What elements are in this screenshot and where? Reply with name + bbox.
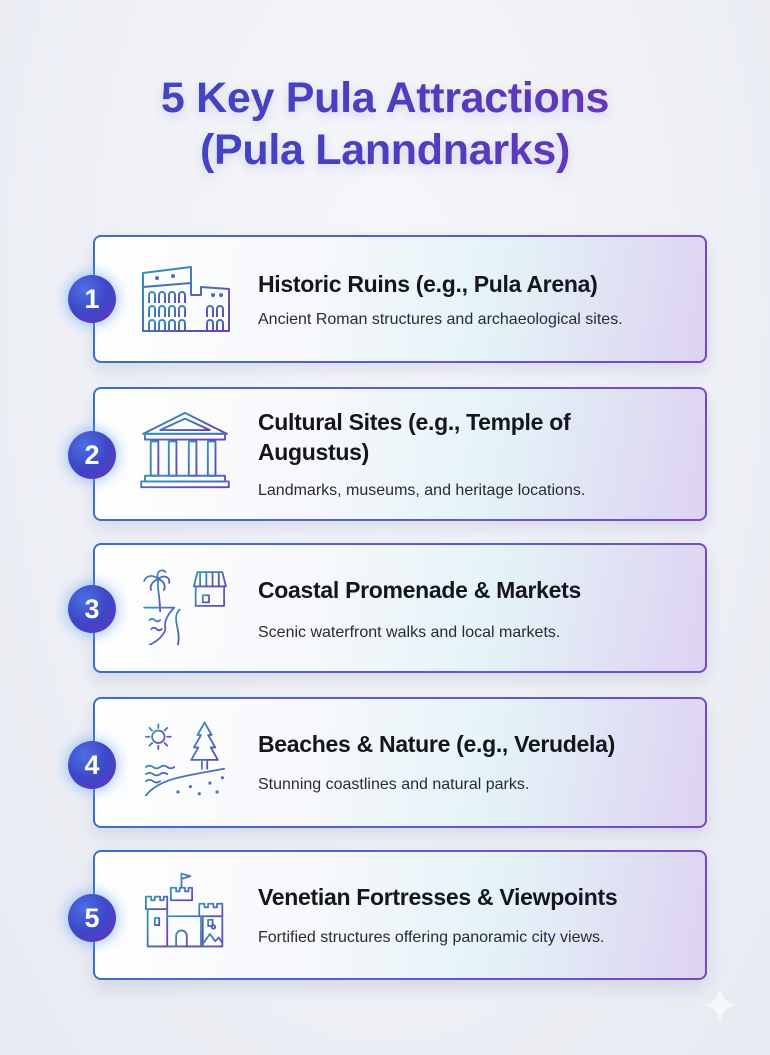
card-description: Fortified structures offering panoramic … [258,929,605,946]
temple-icon [140,411,230,489]
number-badge: 1 [68,275,116,323]
card-title: Beaches & Nature (e.g., Verudela) [258,731,615,757]
number-badge: 3 [68,585,116,633]
card-title: Coastal Promenade & Markets [258,577,581,603]
card-description: Ancient Roman structures and archaeologi… [258,311,623,328]
number-badge: 4 [68,741,116,789]
fortress-icon [145,872,224,948]
attraction-card-2: 2 Cultural Sites (e.g., Temple of August… [68,387,707,521]
attraction-card-3: 3 Coastal Promenade & Markets Scenic wat… [68,543,707,673]
card-title: Cultural Sites (e.g., Temple of Augustus… [258,409,571,465]
card-description: Landmarks, museums, and heritage locatio… [258,482,586,499]
colosseum-icon [142,266,230,332]
sparkle-icon [702,987,738,1023]
attraction-card-1: 1 Historic Ruins (e.g., Pula Arena) Anci… [68,235,707,363]
card-title: Venetian Fortresses & Viewpoints [258,884,618,910]
attraction-card-5: 5 Venetian Fortresses & Viewpoints Forti… [68,850,707,980]
sun-tree-beach-icon [145,721,225,797]
title-line-1: 5 Key Pula Attractions [160,74,610,122]
number-badge: 5 [68,894,116,942]
card-description: Stunning coastlines and natural parks. [258,776,530,793]
card-description: Scenic waterfront walks and local market… [258,624,561,641]
attraction-card-4: 4 Beaches & Nature (e.g., Verudela) Stun… [68,697,707,828]
title-line-2: (Pula Lanndnarks) [199,126,571,174]
card-title: Historic Ruins (e.g., Pula Arena) [258,271,598,297]
page-title: 5 Key Pula Attractions (Pula Lanndnarks) [0,72,770,176]
number-badge: 2 [68,431,116,479]
palm-market-icon [143,569,227,645]
